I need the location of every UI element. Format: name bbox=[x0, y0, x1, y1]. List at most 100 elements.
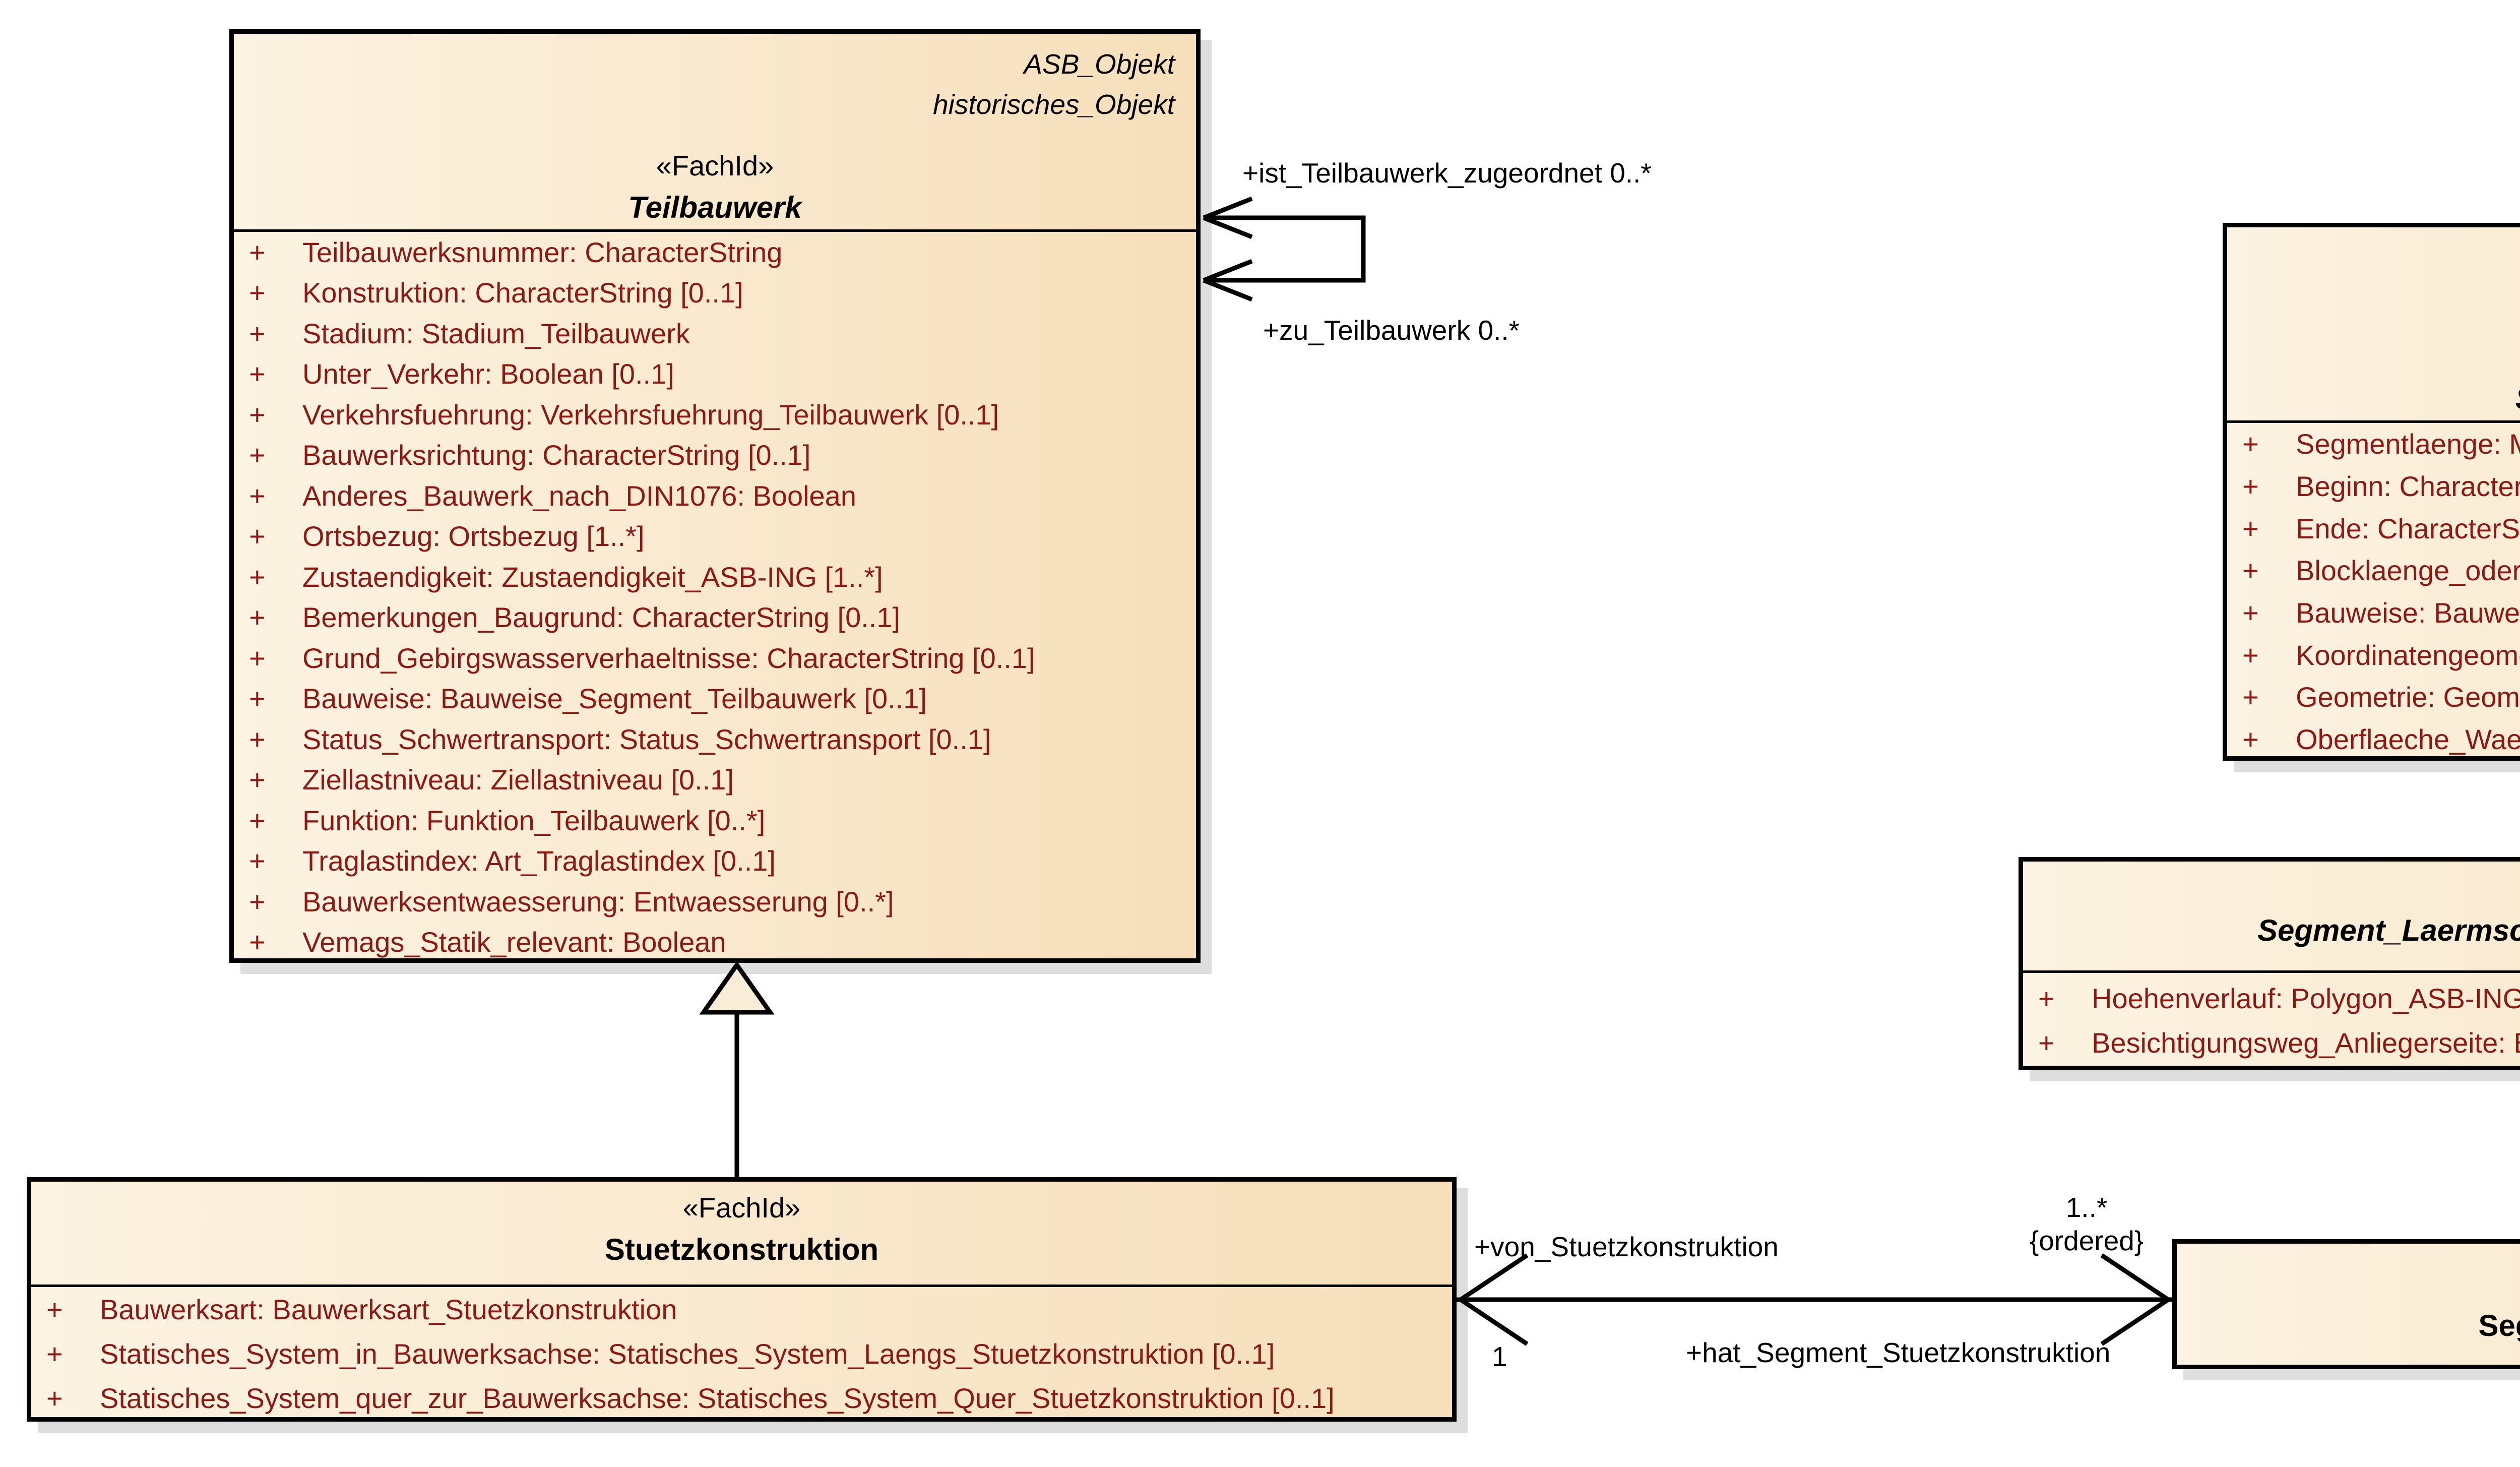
hollow-triangle-icon bbox=[699, 961, 775, 1015]
visibility-plus: + bbox=[2038, 1026, 2055, 1059]
visibility-plus: + bbox=[2242, 723, 2259, 756]
attribute-row[interactable]: +Beginn: CharacterString [0..1] bbox=[2227, 465, 2520, 508]
class-name: Stuetzkonstruktion bbox=[604, 1233, 879, 1266]
visibility-plus: + bbox=[249, 439, 266, 471]
self-association-edge[interactable] bbox=[1203, 196, 1366, 302]
attribute-row[interactable]: + Koordinatengeometrie: Multigeometrie [0… bbox=[2227, 634, 2520, 676]
attribute-text: Statisches_System_quer_zur_Bauwerksachse… bbox=[100, 1382, 1335, 1414]
attribute-row[interactable]: +Verkehrsfuehrung: Verkehrsfuehrung_Teil… bbox=[234, 394, 1196, 435]
attribute-row[interactable]: + Vemags_Statik_relevant: Boolean bbox=[234, 922, 1196, 963]
visibility-plus: + bbox=[2242, 512, 2259, 544]
attribute-row[interactable]: + Besichtigungsweg_Anliegerseite: Besicht… bbox=[2023, 1020, 2520, 1065]
label-hat-segment-stuetzkonstruktion[interactable]: +hat_Segment_Stuetzkonstruktion bbox=[1686, 1337, 2111, 1368]
attribute-text: Bauweise: Bauweise_Segment_Teilbauwerk [… bbox=[2296, 597, 2520, 629]
visibility-plus: + bbox=[249, 926, 266, 958]
visibility-plus: + bbox=[46, 1382, 63, 1414]
stereotype: «FachId» bbox=[656, 150, 774, 181]
attribute-row[interactable]: +Ziellastniveau: Ziellastniveau [0..1] bbox=[234, 760, 1196, 801]
attribute-text: Teilbauwerksnummer: CharacterString bbox=[302, 236, 783, 268]
class-segment-teilbauwerk[interactable]: ASB_Objekt historisches_Objekt «FeatureT… bbox=[2223, 223, 2520, 761]
visibility-plus: + bbox=[249, 885, 266, 918]
attribute-row[interactable]: + Bauweise: Bauweise_Segment_Teilbauwerk … bbox=[2227, 592, 2520, 634]
attribute-row[interactable]: + Bauwerksart: Bauwerksart_Stuetzkonstruk… bbox=[31, 1287, 1452, 1331]
label-ist-teilbauwerk-zugeordnet[interactable]: +ist_Teilbauwerk_zugeordnet 0..* bbox=[1242, 157, 1652, 189]
attribute-text: Besichtigungsweg_Anliegerseite: Besichti… bbox=[2092, 1026, 2520, 1059]
attribute-text: Koordinatengeometrie: Multigeometrie [0.… bbox=[2296, 639, 2520, 671]
visibility-plus: + bbox=[249, 601, 266, 634]
attribute-row[interactable]: +Zustaendigkeit: Zustaendigkeit_ASB-ING … bbox=[234, 557, 1196, 597]
tagged-value: ASB_Objekt bbox=[2227, 236, 2520, 277]
attribute-row[interactable]: +Statisches_System_in_Bauwerksachse: Sta… bbox=[31, 1331, 1452, 1376]
class-header: «FachId» Stuetzkonstruktion bbox=[31, 1182, 1452, 1285]
label-zu-teilbauwerk[interactable]: +zu_Teilbauwerk 0..* bbox=[1263, 315, 1520, 346]
visibility-plus: + bbox=[2242, 639, 2259, 671]
attribute-row[interactable]: + Anderes_Bauwerk_nach_DIN1076: Boolean bbox=[234, 475, 1196, 516]
attribute-row[interactable]: +Oberflaeche_Waende: Typ_Oberflaeche_Wae… bbox=[2227, 718, 2520, 761]
class-name: Teilbauwerk bbox=[628, 191, 802, 224]
label-multiplicity-one[interactable]: 1 bbox=[1492, 1341, 1507, 1372]
class-stuetzkonstruktion[interactable]: «FachId» Stuetzkonstruktion + Bauwerksart… bbox=[27, 1177, 1457, 1422]
class-name: Segment_Laermschutz_Schutzbauwerk_Stuetz… bbox=[2257, 913, 2520, 947]
attribute-row[interactable]: +Konstruktion: CharacterString [0..1] bbox=[234, 273, 1196, 314]
attribute-text: Status_Schwertransport: Status_Schwertra… bbox=[302, 723, 991, 755]
visibility-plus: + bbox=[249, 764, 266, 796]
attribute-text: Anderes_Bauwerk_nach_DIN1076: Boolean bbox=[302, 479, 856, 512]
label-von-stuetzkonstruktion[interactable]: +von_Stuetzkonstruktion bbox=[1474, 1231, 1779, 1262]
class-teilbauwerk[interactable]: ASB_Objekt historisches_Objekt «FachId» … bbox=[229, 29, 1201, 963]
open-arrowhead-icon bbox=[1203, 259, 1253, 302]
generalization-stuetzkonstruktion-teilbauwerk[interactable] bbox=[699, 961, 775, 1177]
class-segment-laermschutz-schutzbauwerk-stuetzkonstruktion[interactable]: «FeatureType» Segment_Laermschutz_Schutz… bbox=[2019, 857, 2520, 1070]
attribute-text: Vemags_Statik_relevant: Boolean bbox=[302, 926, 726, 958]
attributes-compartment: +Hoehenverlauf: Polygon_ASB-ING [0..1] +… bbox=[2023, 970, 2520, 1065]
attribute-row[interactable]: +Funktion: Funktion_Teilbauwerk [0..*] bbox=[234, 800, 1196, 841]
tagged-value: ASB_Objekt bbox=[1024, 48, 1175, 80]
attribute-text: Segmentlaenge: Meter [0..1] bbox=[2296, 428, 2520, 460]
attribute-text: Verkehrsfuehrung: Verkehrsfuehrung_Teilb… bbox=[302, 398, 999, 431]
visibility-plus: + bbox=[46, 1337, 63, 1370]
visibility-plus: + bbox=[249, 723, 266, 755]
attributes-compartment: +Teilbauwerksnummer: CharacterString +Ko… bbox=[234, 229, 1196, 962]
attributes-compartment: + Bauwerksart: Bauwerksart_Stuetzkonstruk… bbox=[31, 1285, 1452, 1420]
attribute-row[interactable]: +Grund_Gebirgswasserverhaeltnisse: Chara… bbox=[234, 638, 1196, 679]
class-header: «FeatureType» Segment_Stuetzkonstruktion bbox=[2177, 1244, 2520, 1369]
visibility-plus: + bbox=[249, 358, 266, 390]
visibility-plus: + bbox=[249, 683, 266, 715]
attribute-text: Ende: CharacterString [0..1] bbox=[2296, 512, 2520, 544]
stereotype: «FeatureType» bbox=[2023, 869, 2520, 909]
attribute-row[interactable]: + Status_Schwertransport: Status_Schwertr… bbox=[234, 719, 1196, 760]
visibility-plus: + bbox=[2242, 597, 2259, 629]
attribute-row[interactable]: +Ortsbezug: Ortsbezug [1..*] bbox=[234, 516, 1196, 557]
stereotype: «FachId» bbox=[682, 1192, 801, 1224]
class-segment-stuetzkonstruktion[interactable]: «FeatureType» Segment_Stuetzkonstruktion bbox=[2172, 1239, 2520, 1369]
association-stuetzkonstruktion-segment[interactable] bbox=[1457, 1253, 2172, 1346]
attribute-row[interactable]: + Bauwerksrichtung: CharacterString [0..1… bbox=[234, 435, 1196, 476]
attribute-row[interactable]: + Statisches_System_quer_zur_Bauwerksachs… bbox=[31, 1376, 1452, 1420]
class-name: Segment_Teilbauwerk bbox=[2227, 377, 2520, 420]
attribute-text: Zustaendigkeit: Zustaendigkeit_ASB-ING [… bbox=[302, 561, 883, 593]
visibility-plus: + bbox=[249, 479, 266, 512]
attribute-row[interactable]: + Ende: CharacterString [0..1] bbox=[2227, 507, 2520, 549]
attribute-text: Bauwerksrichtung: CharacterString [0..1] bbox=[302, 439, 811, 471]
attribute-row[interactable]: + Bemerkungen_Baugrund: CharacterString [… bbox=[234, 597, 1196, 638]
label-ordered-constraint[interactable]: {ordered} bbox=[2029, 1225, 2144, 1256]
visibility-plus: + bbox=[46, 1293, 63, 1325]
open-arrowhead-icon bbox=[2100, 1253, 2170, 1346]
attribute-row[interactable]: +Geometrie: Geometrie_ASB-ING [0..*] bbox=[2227, 676, 2520, 718]
attribute-row[interactable]: +Segmentlaenge: Meter [0..1] bbox=[2227, 423, 2520, 465]
attribute-text: Bemerkungen_Baugrund: CharacterString [0… bbox=[302, 601, 901, 634]
attribute-row[interactable]: +Unter_Verkehr: Boolean [0..1] bbox=[234, 354, 1196, 395]
attribute-row[interactable]: +Bauweise: Bauweise_Segment_Teilbauwerk … bbox=[234, 679, 1196, 719]
attribute-text: Konstruktion: CharacterString [0..1] bbox=[302, 277, 743, 309]
attribute-row[interactable]: +Stadium: Stadium_Teilbauwerk bbox=[234, 313, 1196, 354]
attribute-row[interactable]: +Traglastindex: Art_Traglastindex [0..1] bbox=[234, 841, 1196, 882]
visibility-plus: + bbox=[2242, 681, 2259, 713]
attribute-text: Bauwerksart: Bauwerksart_Stuetzkonstrukt… bbox=[100, 1293, 677, 1325]
label-multiplicity-one-to-many[interactable]: 1..* bbox=[2065, 1192, 2108, 1223]
attribute-row[interactable]: +Blocklaenge_oder_Pfostenabstand: Meter … bbox=[2227, 549, 2520, 592]
attribute-row[interactable]: +Hoehenverlauf: Polygon_ASB-ING [0..1] bbox=[2023, 976, 2520, 1020]
visibility-plus: + bbox=[249, 642, 266, 674]
attribute-row[interactable]: +Teilbauwerksnummer: CharacterString bbox=[234, 232, 1196, 273]
attribute-text: Funktion: Funktion_Teilbauwerk [0..*] bbox=[302, 804, 766, 836]
attribute-row[interactable]: +Bauwerksentwaesserung: Entwaesserung [0… bbox=[234, 881, 1196, 922]
